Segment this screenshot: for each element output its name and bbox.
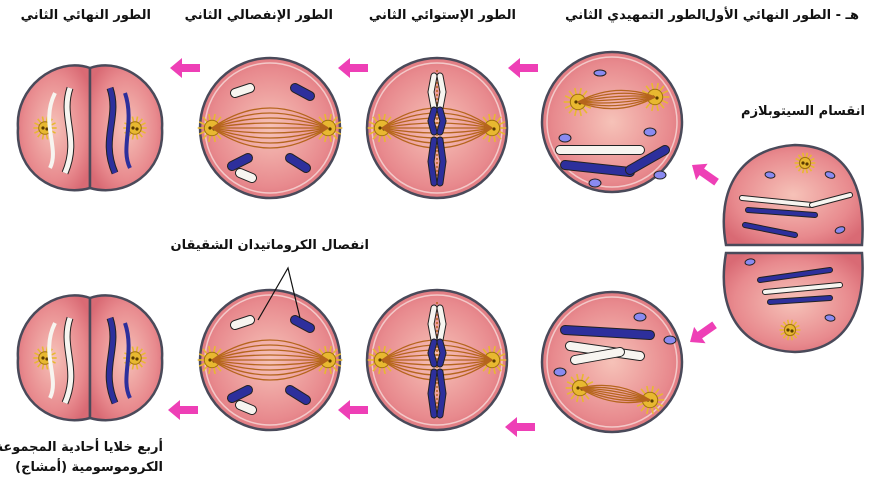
chromosome-fragment [634, 313, 646, 321]
arrow-diagonal-icon [686, 157, 722, 191]
arrow-left-icon [338, 400, 368, 420]
arrow-left-icon [505, 417, 535, 437]
chromosome-fragment [554, 368, 566, 376]
arrow-left-icon [168, 400, 198, 420]
telophase-1-cell [724, 145, 863, 352]
anaphase-2-top-chromatid-light [240, 173, 252, 178]
arrow-left-icon [508, 58, 538, 78]
arrow-left-icon [338, 58, 368, 78]
anaphase-2-top-chromatid-light [235, 88, 250, 93]
chromosome-fragment [559, 134, 571, 142]
chromosome-fragment [644, 128, 656, 136]
anaphase-2-bottom-chromatid-light [240, 405, 252, 410]
arrow-diagonal-icon [684, 317, 720, 351]
chromosome-fragment [589, 179, 601, 187]
chromosome-fragment [664, 336, 676, 344]
anaphase-2-bottom-chromatid-light [235, 320, 250, 325]
prophase-2-bottom-cell [542, 292, 682, 432]
chromosome-fragment [594, 70, 606, 76]
arrow-left-icon [170, 58, 200, 78]
chromosome-fragment [654, 171, 666, 179]
chromosome-dark [565, 330, 650, 335]
